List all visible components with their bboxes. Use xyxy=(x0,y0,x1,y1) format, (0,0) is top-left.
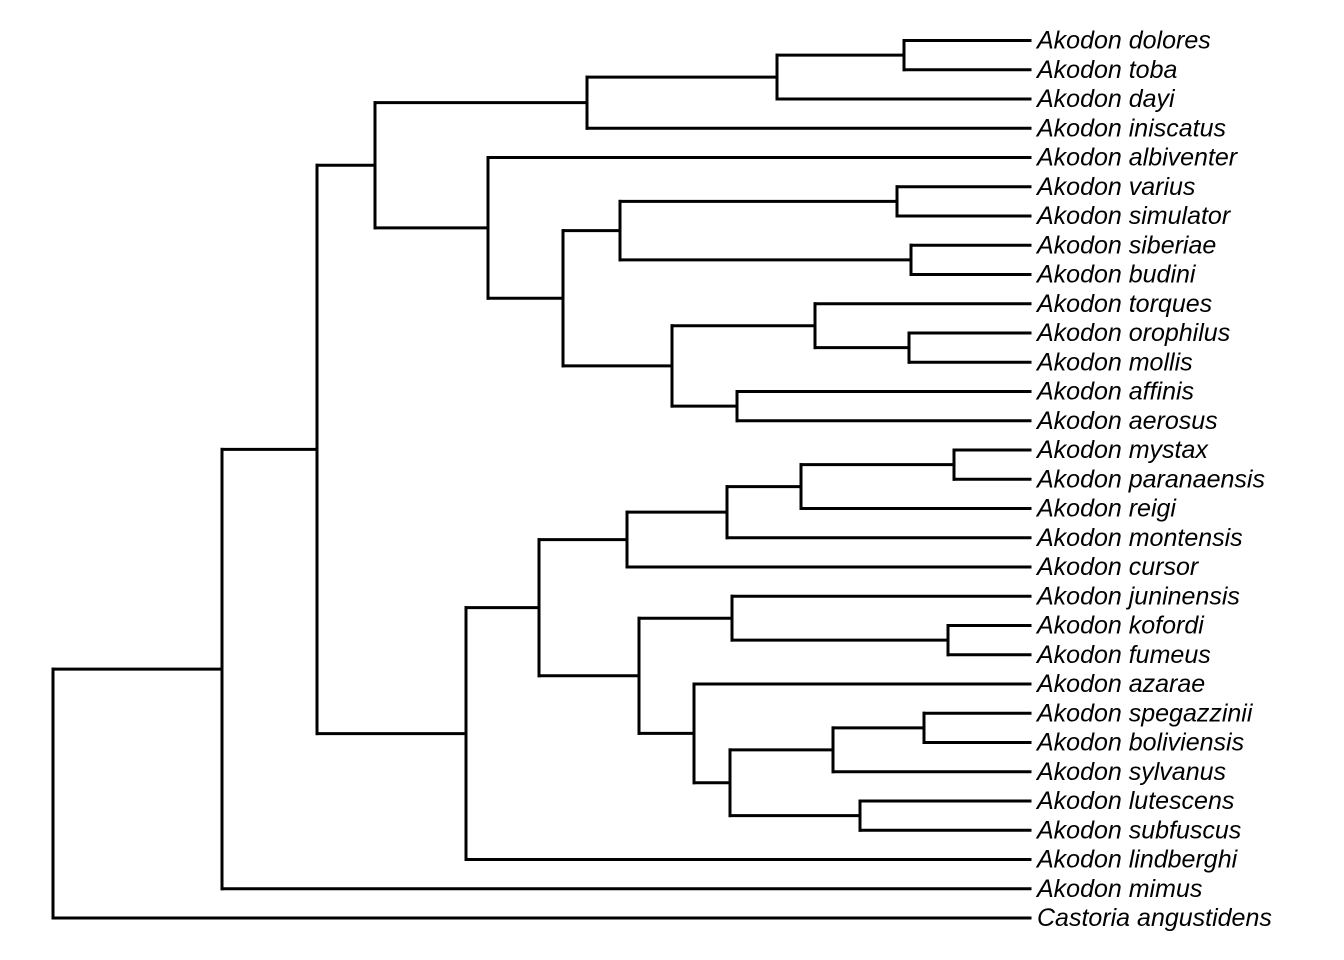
tip-label: Akodon toba xyxy=(1035,56,1177,84)
tip-label: Akodon lindberghi xyxy=(1035,846,1239,874)
tip-label: Akodon montensis xyxy=(1035,524,1243,552)
tip-label: Akodon juninensis xyxy=(1035,582,1240,610)
tip-label: Akodon dolores xyxy=(1035,27,1211,55)
tip-label: Akodon siberiae xyxy=(1035,231,1216,259)
tip-label: Akodon orophilus xyxy=(1035,319,1230,347)
tip-label: Akodon azarae xyxy=(1035,670,1205,698)
tip-label: Akodon spegazzinii xyxy=(1035,699,1254,727)
tip-label: Akodon kofordi xyxy=(1035,612,1205,640)
tip-label: Akodon reigi xyxy=(1035,495,1177,523)
tip-label: Akodon albiventer xyxy=(1035,144,1239,172)
tip-label: Akodon aerosus xyxy=(1035,407,1218,435)
tip-label: Akodon mollis xyxy=(1035,348,1193,376)
tip-label: Akodon varius xyxy=(1035,173,1195,201)
tip-label: Akodon lutescens xyxy=(1035,787,1234,815)
tip-label: Akodon cursor xyxy=(1035,553,1200,581)
tip-label: Castoria angustidens xyxy=(1037,904,1272,932)
tip-label: Akodon boliviensis xyxy=(1035,729,1244,757)
tip-label: Akodon affinis xyxy=(1035,378,1194,406)
tip-label: Akodon sylvanus xyxy=(1035,758,1226,786)
tip-label: Akodon torques xyxy=(1035,290,1212,318)
tip-label: Akodon fumeus xyxy=(1035,641,1211,669)
tip-label: Akodon iniscatus xyxy=(1035,114,1226,142)
tip-label: Akodon dayi xyxy=(1035,85,1176,113)
tip-label: Akodon mystax xyxy=(1035,436,1209,464)
tip-label: Akodon simulator xyxy=(1035,202,1232,230)
tip-label: Akodon mimus xyxy=(1035,875,1202,903)
tip-label: Akodon subfuscus xyxy=(1035,816,1241,844)
tip-label: Akodon budini xyxy=(1035,261,1197,289)
tip-label: Akodon paranaensis xyxy=(1035,465,1265,493)
